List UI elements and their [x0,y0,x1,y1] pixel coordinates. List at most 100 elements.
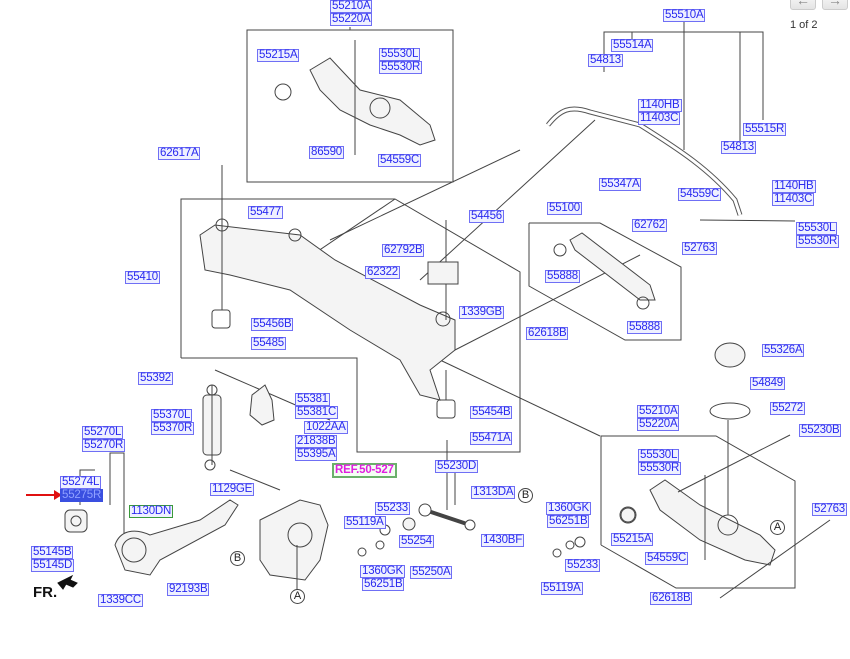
part-label-55381[interactable]: 55381 [295,393,330,406]
part-label-62618b[interactable]: 62618B [650,592,693,605]
part-label-1339cc[interactable]: 1339CC [98,594,143,607]
part-label-86590[interactable]: 86590 [309,146,344,159]
part-label-55456b[interactable]: 55456B [251,318,294,331]
lower-arm-frame [600,435,796,589]
part-label-55100[interactable]: 55100 [547,202,582,215]
part-label-1430bf[interactable]: 1430BF [481,534,525,547]
part-label-55220a[interactable]: 55220A [330,13,373,26]
part-label-1140hb[interactable]: 1140HB [772,180,816,193]
part-label-55272[interactable]: 55272 [770,402,805,415]
lower-arm-bottom [649,479,776,566]
part-label-54559c[interactable]: 54559C [378,154,422,167]
part-label-55454b[interactable]: 55454B [470,406,513,419]
part-label-55210a[interactable]: 55210A [637,405,680,418]
part-label-62792b[interactable]: 62792B [382,244,425,257]
part-label-1360gk[interactable]: 1360GK [360,565,405,578]
part-label-55210a[interactable]: 55210A [330,0,373,13]
part-label-62618b[interactable]: 62618B [526,327,569,340]
part-label-55530r[interactable]: 55530R [379,61,423,74]
part-label-55326a[interactable]: 55326A [762,344,805,357]
part-label-56251b[interactable]: 56251B [362,578,405,591]
callout-circle-a: A [770,520,785,535]
trailing-arm [114,499,239,576]
part-label-54456[interactable]: 54456 [469,210,504,223]
part-label-54813[interactable]: 54813 [721,141,756,154]
part-label-55410[interactable]: 55410 [125,271,160,284]
part-label-55250a[interactable]: 55250A [410,566,453,579]
part-label-55254[interactable]: 55254 [399,535,434,548]
upper-link [569,232,656,301]
part-label-55145b[interactable]: 55145B [31,546,74,559]
crossmember [199,224,456,401]
part-label-11403c[interactable]: 11403C [772,193,815,206]
part-label-55530l[interactable]: 55530L [379,48,421,61]
part-label-55395a[interactable]: 55395A [295,448,338,461]
part-label-55215a[interactable]: 55215A [257,49,300,62]
reference-link[interactable]: REF.50-527 [332,463,397,478]
prev-page-button[interactable]: ← [790,0,816,10]
part-label-62617a[interactable]: 62617A [158,147,201,160]
part-label-55888[interactable]: 55888 [545,270,580,283]
part-label-55471a[interactable]: 55471A [470,432,513,445]
part-label-55270r[interactable]: 55270R [82,439,126,452]
part-label-11403c[interactable]: 11403C [638,112,681,125]
part-label-21838b[interactable]: 21838B [295,435,338,448]
part-label-1022aa[interactable]: 1022AA [304,421,348,434]
part-label-56251b[interactable]: 56251B [547,515,590,528]
part-label-55230d[interactable]: 55230D [435,460,479,473]
part-label-55370l[interactable]: 55370L [151,409,193,422]
part-label-55381c[interactable]: 55381C [295,406,339,419]
part-label-55145d[interactable]: 55145D [31,559,75,572]
page-indicator: 1 of 2 [790,19,818,31]
part-label-55510a[interactable]: 55510A [663,9,706,22]
trailing-link-frame [528,222,682,341]
part-label-55233[interactable]: 55233 [375,502,410,515]
part-label-55477[interactable]: 55477 [248,206,283,219]
part-label-54849[interactable]: 54849 [750,377,785,390]
callout-circle-b: B [518,488,533,503]
part-label-55514a[interactable]: 55514A [611,39,654,52]
selected-part-pointer-arrow [26,490,62,500]
part-label-55220a[interactable]: 55220A [637,418,680,431]
part-label-1130dn[interactable]: 1130DN [129,505,174,518]
part-label-55530l[interactable]: 55530L [796,222,838,235]
part-label-52763[interactable]: 52763 [682,242,717,255]
front-direction-label: FR. [33,584,58,601]
part-label-55370r[interactable]: 55370R [151,422,195,435]
next-page-button[interactable]: → [822,0,848,10]
crossmember-frame [180,198,521,453]
part-label-1140hb[interactable]: 1140HB [638,99,682,112]
part-label-55233[interactable]: 55233 [565,559,600,572]
part-label-54559c[interactable]: 54559C [645,552,689,565]
part-label-55275r[interactable]: 55275R [60,489,104,502]
part-label-1360gk[interactable]: 1360GK [546,502,591,515]
part-label-92193b[interactable]: 92193B [167,583,210,596]
part-label-55392[interactable]: 55392 [138,372,173,385]
part-label-55530r[interactable]: 55530R [638,462,682,475]
part-label-62322[interactable]: 62322 [365,266,400,279]
part-label-55215a[interactable]: 55215A [611,533,654,546]
part-label-52763[interactable]: 52763 [812,503,847,516]
part-label-1129ge[interactable]: 1129GE [210,483,255,496]
part-label-54559c[interactable]: 54559C [678,188,722,201]
callout-circle-b: B [230,551,245,566]
part-label-55515r[interactable]: 55515R [743,123,787,136]
part-label-55530r[interactable]: 55530R [796,235,840,248]
part-label-1339gb[interactable]: 1339GB [459,306,504,319]
part-label-55119a[interactable]: 55119A [344,516,386,529]
arrow-left-icon: ← [796,0,810,8]
callout-circle-a: A [290,589,305,604]
part-label-55485[interactable]: 55485 [251,337,286,350]
part-label-55274l[interactable]: 55274L [60,476,102,489]
part-label-62762[interactable]: 62762 [632,219,667,232]
part-label-55530l[interactable]: 55530L [638,449,680,462]
part-label-55270l[interactable]: 55270L [82,426,124,439]
part-label-55230b[interactable]: 55230B [799,424,842,437]
part-label-55888[interactable]: 55888 [627,321,662,334]
knuckle [259,499,329,581]
part-label-55119a[interactable]: 55119A [541,582,583,595]
part-label-54813[interactable]: 54813 [588,54,623,67]
part-label-1313da[interactable]: 1313DA [471,486,516,499]
part-label-55347a[interactable]: 55347A [599,178,642,191]
